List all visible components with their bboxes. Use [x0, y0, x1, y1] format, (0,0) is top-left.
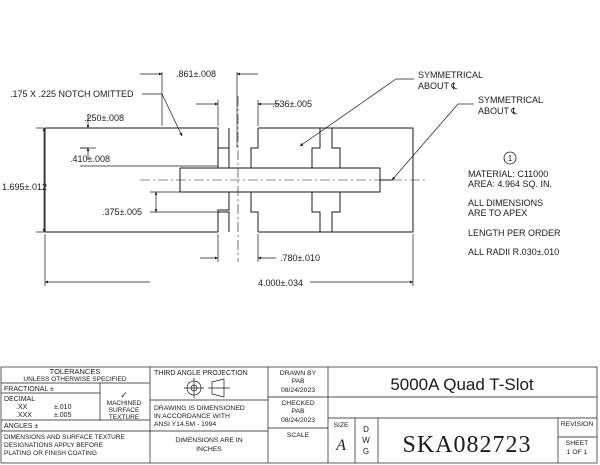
title-block-grid: [0, 366, 598, 464]
tolerance-decimal: DECIMAL: [4, 396, 35, 403]
tolerance-xxx: .XXX: [16, 412, 32, 419]
tolerance-xx: .XX: [16, 404, 28, 411]
standard-line1: DRAWING IS DIMENSIONED: [154, 405, 245, 412]
size-value: A: [335, 437, 346, 454]
symmetric-callout-1-line2: ABOUT ℄: [418, 81, 457, 91]
checked-name: PAB: [291, 408, 305, 415]
symmetric-callout-2-line2: ABOUT ℄: [478, 106, 517, 116]
tolerances-header: TOLERANCES: [50, 367, 101, 376]
dim-flange: .250±.008: [84, 113, 124, 123]
drawn-by-name: PAB: [291, 378, 305, 385]
third-angle-projection-icon: [184, 378, 230, 398]
dim-notch-note: .175 X .225 NOTCH OMITTED: [10, 89, 134, 99]
dim-center-gap: .780±.010: [280, 253, 320, 263]
size-label: SIZE: [333, 422, 349, 429]
tolerance-angles: ANGLES ±: [4, 423, 38, 430]
tolerance-xx-value: ±.010: [54, 404, 72, 411]
dim-height: 1.695±.012: [2, 182, 47, 192]
machined-line1: MACHINED: [107, 400, 142, 407]
machined-line3: TEXTURE: [109, 414, 140, 421]
checked-label: CHECKED: [281, 400, 314, 407]
machined-line2: SURFACE: [109, 407, 140, 414]
checked-date: 08/24/2023: [281, 417, 315, 424]
surface-note-line3: PLATING OR FINISH COATING: [4, 450, 97, 457]
standard-line2: IN ACCORDANCE WITH: [154, 413, 230, 420]
note-material: MATERIAL: C11000: [468, 169, 548, 179]
dimension-lines: [36, 72, 474, 286]
projection-block: THIRD ANGLE PROJECTION DRAWING IS DIMENS…: [154, 370, 248, 453]
dimension-labels: .861±.008 .536±.005 .175 X .225 NOTCH OM…: [2, 69, 320, 288]
drawn-by-date: 08/24/2023: [281, 387, 315, 394]
scale-label: SCALE: [287, 432, 310, 439]
symmetry-callouts: SYMMETRICAL ABOUT ℄ SYMMETRICAL ABOUT ℄: [418, 70, 543, 116]
surface-note-line1: DIMENSIONS AND SURFACE TEXTURE: [4, 434, 126, 441]
units-line2: INCHES: [196, 446, 222, 453]
tolerance-xxx-value: ±.005: [54, 412, 72, 419]
tolerances-subheader: UNLESS OTHERWISE SPECIFIED: [23, 376, 126, 383]
projection-label: THIRD ANGLE PROJECTION: [154, 370, 248, 377]
dwg-letter-d: D: [363, 425, 369, 434]
note-area: AREA: 4.964 SQ. IN.: [468, 179, 552, 189]
revision-label: REVISION: [561, 421, 594, 428]
approval-block: DRAWN BY PAB 08/24/2023 CHECKED PAB 08/2…: [280, 370, 317, 439]
note-radii: ALL RADII R.030±.010: [468, 247, 559, 257]
sheet-label: SHEET: [566, 440, 589, 447]
dim-top-width: .861±.008: [176, 69, 216, 79]
dim-width: 4.000±.034: [258, 278, 303, 288]
notes: 1 MATERIAL: C11000 AREA: 4.964 SQ. IN. A…: [468, 151, 561, 257]
dim-slot-opening: .536±.005: [272, 99, 312, 109]
note-dims-line2: ARE TO APEX: [468, 208, 527, 218]
note-number: 1: [508, 154, 513, 163]
symmetric-callout-1-line1: SYMMETRICAL: [418, 70, 483, 80]
surface-note-line2: DESIGNATIONS APPLY BEFORE: [4, 442, 104, 449]
dim-slot-depth: .410±.008: [70, 154, 110, 164]
dim-web: .375±.005: [102, 207, 142, 217]
drawing-number: SKA082723: [402, 432, 531, 458]
title-area: 5000A Quad T-Slot SIZE A D W G SKA082723…: [333, 375, 593, 458]
note-length: LENGTH PER ORDER: [468, 228, 561, 238]
dwg-letter-w: W: [362, 436, 370, 445]
symmetric-callout-2-line1: SYMMETRICAL: [478, 95, 543, 105]
sheet-value: 1 OF 1: [567, 449, 588, 456]
machined-check-icon: ✓: [120, 390, 128, 400]
centerlines: [140, 96, 425, 262]
tolerance-block: TOLERANCES UNLESS OTHERWISE SPECIFIED FR…: [4, 367, 142, 457]
standard-line3: ANSI Y14.5M - 1994: [154, 421, 216, 428]
note-dims-line1: ALL DIMENSIONS: [468, 198, 543, 208]
note-circle: [503, 151, 517, 165]
drawn-by-label: DRAWN BY: [280, 370, 317, 377]
drawing-title: 5000A Quad T-Slot: [390, 375, 534, 394]
units-line1: DIMENSIONS ARE IN: [175, 437, 242, 444]
dwg-letter-g: G: [363, 447, 369, 456]
tolerance-fractional: FRACTIONAL ±: [4, 386, 54, 393]
